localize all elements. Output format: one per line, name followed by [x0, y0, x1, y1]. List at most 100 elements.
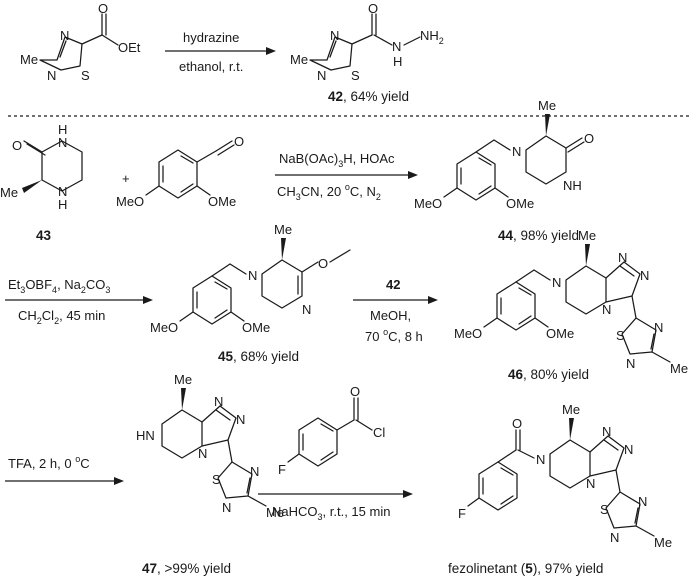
atom-n: N	[654, 320, 663, 335]
atom-n: N	[330, 28, 339, 43]
atom-o: O	[350, 384, 360, 399]
fluorobenzoyl-chloride: O Cl F	[278, 384, 385, 477]
atom-n: N	[618, 250, 627, 265]
arrow-step-1: hydrazine ethanol, r.t.	[165, 30, 276, 74]
caption-compound-42: 42, 64% yield	[328, 89, 409, 104]
atom-me: Me	[20, 52, 38, 67]
n-benzyl-piperazinone-44: N O NH Me OMe MeO 44, 98% yield	[414, 98, 594, 243]
atom-s: S	[351, 68, 360, 83]
reagent-meerwein: Et3OBF4, Na2CO3	[8, 277, 110, 295]
atom-n: N	[626, 356, 635, 371]
atom-n: N	[250, 464, 259, 479]
reagent-conditions: CH3CN, 20 oC, N2	[277, 182, 381, 202]
reagent-tfa: TFA, 2 h, 0 oC	[8, 454, 90, 471]
atom-me: Me	[266, 505, 284, 520]
atom-o: O	[12, 138, 22, 153]
reagent-temp-time: 70 oC, 8 h	[365, 327, 423, 344]
ethyl-thiadiazole-ester: Me N N S O OEt	[20, 1, 141, 83]
atom-me: Me	[174, 372, 192, 387]
atom-h: H	[393, 54, 402, 69]
atom-n: N	[624, 442, 633, 457]
atom-n: N	[602, 424, 611, 439]
reagent-compound-42: 42	[386, 277, 400, 292]
reagent-stab: NaB(OAc)3H, HOAc	[279, 151, 395, 169]
atom-n: N	[214, 394, 223, 409]
atom-n: N	[60, 28, 69, 43]
atom-o: O	[318, 256, 328, 271]
atom-n: N	[638, 494, 647, 509]
atom-me: Me	[670, 361, 688, 376]
atom-s: S	[616, 328, 625, 343]
atom-f: F	[458, 506, 466, 521]
atom-n: N	[58, 135, 67, 150]
fezolinetant-5: F O N N N N S N N Me Me fezolinetant (5)…	[448, 402, 672, 576]
arrow-step-2: NaB(OAc)3H, HOAc CH3CN, 20 oC, N2	[275, 151, 418, 202]
atom-me: Me	[290, 52, 308, 67]
arrow-step-4: 42 MeOH, 70 oC, 8 h	[353, 277, 438, 344]
atom-nh2: NH2	[420, 28, 444, 46]
reagent-methanol: MeOH,	[370, 308, 411, 323]
substituent-ome: OMe	[208, 194, 236, 209]
substituent-meo: MeO	[414, 196, 442, 211]
atom-h: H	[58, 122, 67, 137]
atom-oet: OEt	[118, 40, 141, 55]
atom-n: N	[392, 39, 401, 54]
substituent-ome: OMe	[546, 326, 574, 341]
atom-o: O	[368, 1, 378, 16]
atom-nh: NH	[563, 178, 582, 193]
atom-n: N	[47, 68, 56, 83]
arrow-step-6: NaHCO3, r.t., 15 min	[258, 490, 413, 522]
atom-n: N	[317, 68, 326, 83]
caption-compound-47: 47, >99% yield	[142, 561, 231, 576]
atom-o: O	[98, 1, 108, 16]
reagent-solvent: CH2Cl2, 45 min	[18, 308, 105, 326]
atom-me: Me	[562, 402, 580, 417]
atom-n: N	[58, 184, 67, 199]
substituent-meo: MeO	[454, 326, 482, 341]
atom-n: N	[552, 275, 561, 290]
atom-h: H	[58, 197, 67, 212]
atom-n: N	[248, 268, 257, 283]
atom-n: N	[302, 302, 311, 317]
imino-ether-45: N O N Me OMe MeO 45, 68% yield	[150, 222, 351, 364]
deprotected-amine-47: HN N N N S N N Me Me 47, >99% yield	[136, 372, 284, 576]
atom-s: S	[600, 502, 609, 517]
atom-o: O	[584, 131, 594, 146]
reagent-ethanol: ethanol, r.t.	[179, 59, 243, 74]
caption-compound-43: 43	[36, 228, 52, 243]
caption-compound-46: 46, 80% yield	[508, 367, 589, 382]
atom-me: Me	[538, 98, 556, 113]
arrow-step-3: Et3OBF4, Na2CO3 CH2Cl2, 45 min	[5, 277, 153, 326]
substituent-meo: MeO	[116, 194, 144, 209]
reagent-bicarbonate: NaHCO3, r.t., 15 min	[272, 504, 390, 522]
reagent-hydrazine: hydrazine	[183, 30, 239, 45]
atom-n: N	[610, 530, 619, 545]
triazolopiperazine-46: N N N N S N N Me Me OMe MeO 46, 80% yiel…	[454, 228, 688, 382]
atom-hn: HN	[136, 428, 155, 443]
caption-compound-44: 44, 98% yield	[498, 228, 579, 243]
atom-f: F	[278, 462, 286, 477]
atom-n: N	[198, 446, 207, 461]
atom-n: N	[512, 144, 521, 159]
plus-sign: +	[122, 171, 130, 186]
substituent-meo: MeO	[150, 320, 178, 335]
atom-s: S	[212, 472, 221, 487]
atom-n: N	[640, 268, 649, 283]
caption-compound-45: 45, 68% yield	[218, 349, 299, 364]
atom-n: N	[236, 412, 245, 427]
hydrazide-42: Me N N S O N H NH2 42, 64% yield	[290, 1, 444, 104]
dimethoxybenzaldehyde: O OMe MeO	[116, 134, 244, 209]
atom-n: N	[586, 476, 595, 491]
atom-me: Me	[578, 228, 596, 243]
arrow-step-5: TFA, 2 h, 0 oC	[5, 454, 124, 485]
atom-n: N	[602, 302, 611, 317]
atom-n: N	[536, 452, 545, 467]
atom-me: Me	[0, 185, 18, 200]
atom-o: O	[512, 416, 522, 431]
substituent-ome: OMe	[242, 320, 270, 335]
atom-me: Me	[274, 222, 292, 237]
caption-fezolinetant: fezolinetant (5), 97% yield	[448, 561, 603, 576]
piperazinone-43: O H N N H Me 43	[0, 122, 83, 243]
atom-n: N	[222, 500, 231, 515]
